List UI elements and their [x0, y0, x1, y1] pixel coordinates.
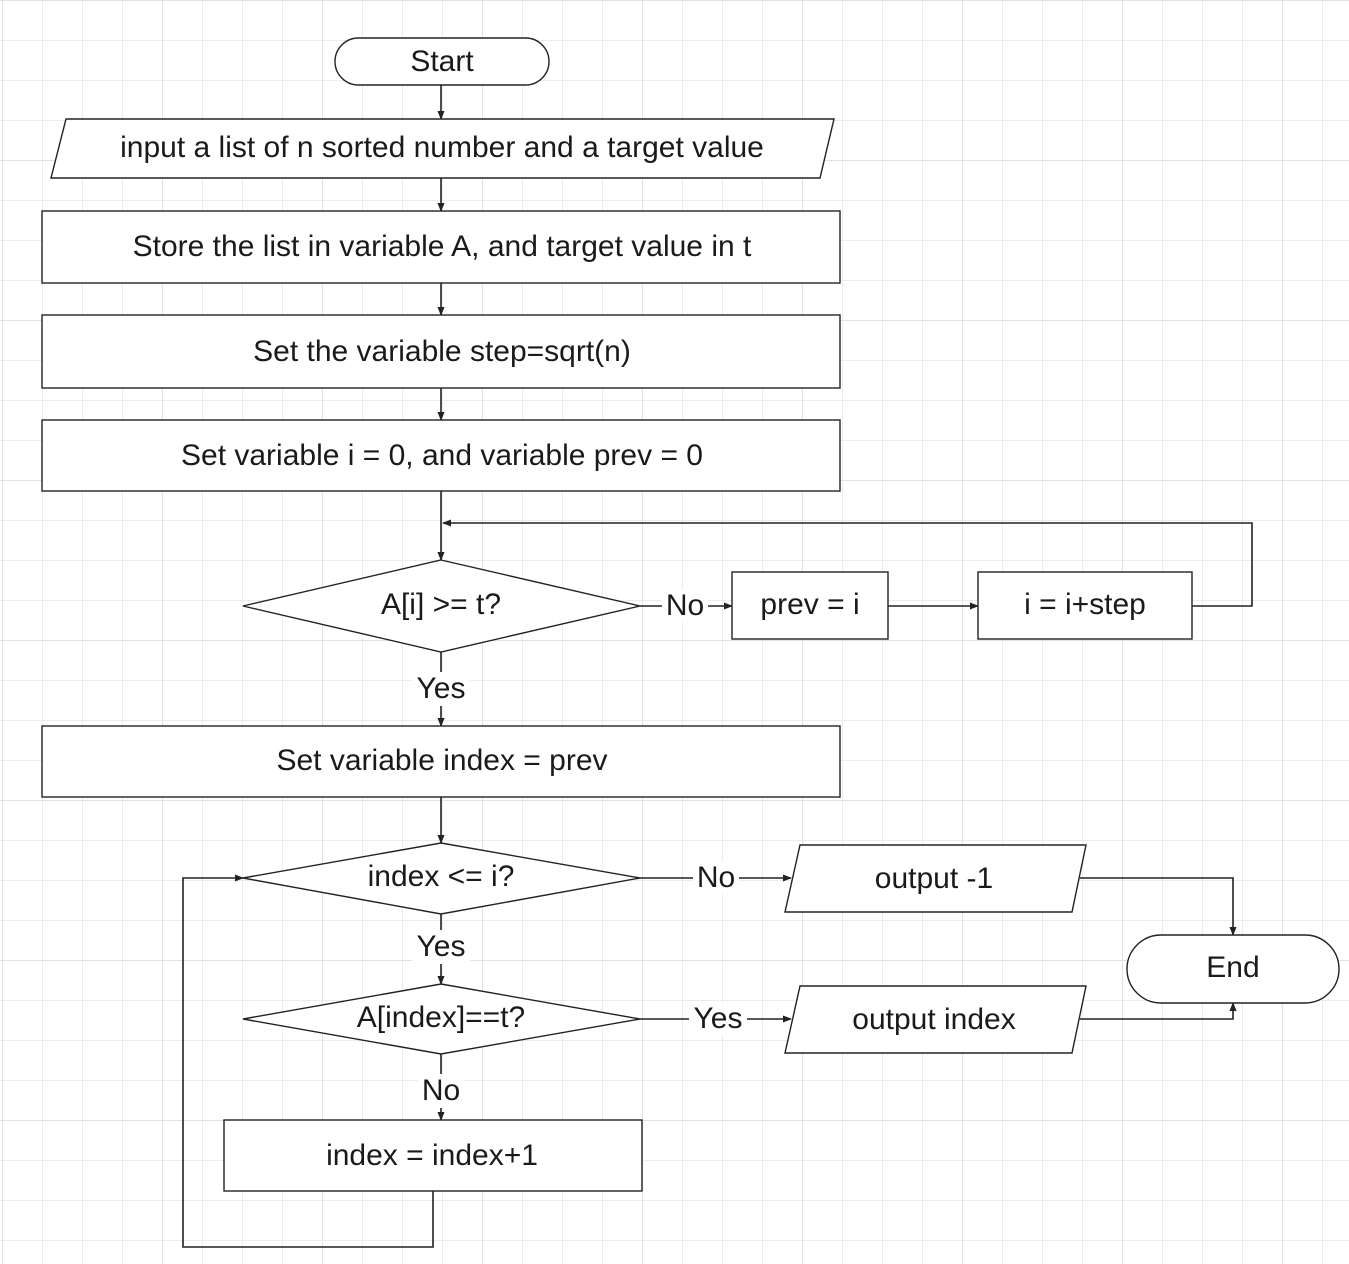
init-process-shape — [41, 419, 841, 492]
node-store: Store the list in variable A, and target… — [41, 210, 841, 284]
start-terminator-shape — [334, 37, 550, 86]
step-process-shape — [41, 314, 841, 389]
node-cond-ai: A[i] >= t? — [242, 559, 641, 653]
cond-index-decision-shape — [242, 842, 641, 915]
set-index-process-shape — [41, 725, 841, 798]
node-i-step: i = i+step — [977, 571, 1193, 640]
cond-ai-label: A[i] >= t? — [381, 588, 501, 621]
node-input: input a list of n sorted number and a ta… — [50, 118, 835, 179]
edge-label-cond-eq-no: No — [422, 1074, 460, 1107]
edge-label-cond-ai-no: No — [666, 589, 704, 622]
prev-eq-i-label: prev = i — [760, 588, 859, 621]
node-cond-index: index <= i? — [242, 842, 641, 915]
init-label: Set variable i = 0, and variable prev = … — [181, 439, 703, 472]
node-start: Start — [334, 37, 550, 86]
edge-label-cond-ai-yes: Yes — [417, 672, 466, 705]
node-output-neg: output -1 — [784, 844, 1087, 913]
edge-labels: No Yes No Yes Yes No — [412, 589, 747, 1108]
node-step: Set the variable step=sqrt(n) — [41, 314, 841, 389]
edge-outneg-end — [1080, 877, 1237, 936]
output-index-parallelogram-shape — [784, 985, 1087, 1054]
start-label: Start — [410, 45, 474, 78]
step-label: Set the variable step=sqrt(n) — [253, 335, 631, 368]
edge-outindex-end — [1080, 1002, 1237, 1020]
node-inc-index: index = index+1 — [223, 1119, 643, 1192]
inc-index-process-shape — [223, 1119, 643, 1192]
input-label: input a list of n sorted number and a ta… — [120, 131, 764, 164]
output-neg-label: output -1 — [875, 862, 993, 895]
cond-ai-decision-shape — [242, 559, 641, 653]
node-set-index: Set variable index = prev — [41, 725, 841, 798]
output-neg-parallelogram-shape — [784, 844, 1087, 913]
i-step-label: i = i+step — [1024, 588, 1146, 621]
node-output-index: output index — [784, 985, 1087, 1054]
inc-index-label: index = index+1 — [326, 1139, 538, 1172]
edge-istep-loop — [442, 519, 1253, 607]
store-process-shape — [41, 210, 841, 284]
output-index-label: output index — [852, 1003, 1015, 1036]
end-terminator-shape — [1126, 934, 1340, 1004]
node-init: Set variable i = 0, and variable prev = … — [41, 419, 841, 492]
node-end: End — [1126, 934, 1340, 1004]
store-label: Store the list in variable A, and target… — [133, 230, 752, 263]
edge-label-cond-eq-yes: Yes — [694, 1002, 743, 1035]
input-parallelogram-shape — [50, 118, 835, 179]
i-step-process-shape — [977, 571, 1193, 640]
node-prev-eq-i: prev = i — [731, 571, 889, 640]
edge-label-cond-index-no: No — [697, 861, 735, 894]
prev-eq-i-process-shape — [731, 571, 889, 640]
edge-label-cond-index-yes: Yes — [417, 930, 466, 963]
set-index-label: Set variable index = prev — [276, 744, 607, 777]
cond-eq-label: A[index]==t? — [357, 1001, 525, 1034]
cond-eq-decision-shape — [242, 983, 641, 1055]
end-label: End — [1206, 951, 1259, 984]
node-cond-eq: A[index]==t? — [242, 983, 641, 1055]
cond-index-label: index <= i? — [368, 860, 515, 893]
edge-inc-loop — [182, 874, 434, 1248]
